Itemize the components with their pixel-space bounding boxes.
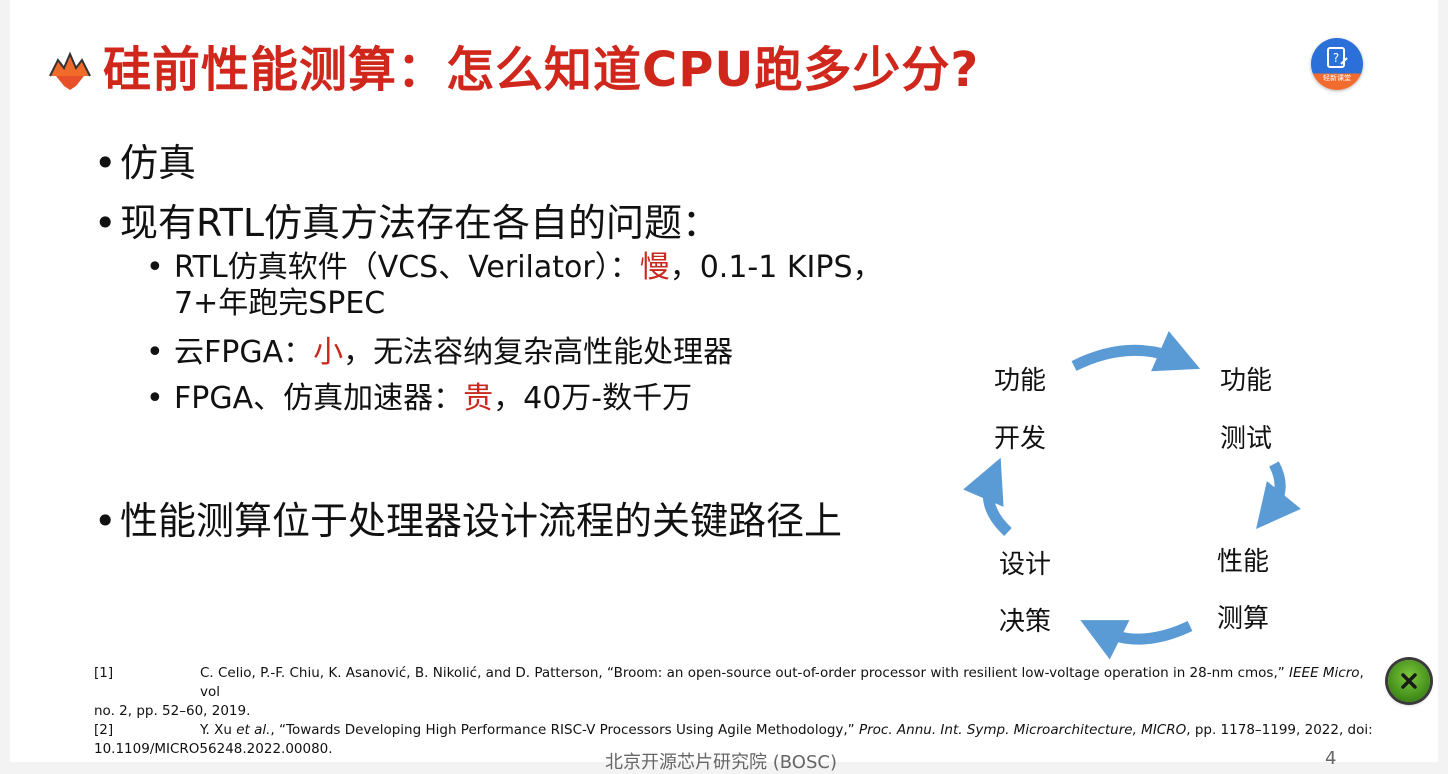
bullet-simulation: •仿真	[94, 132, 196, 187]
page-number: 4	[1325, 748, 1337, 769]
references: [1] C. Celio, P.-F. Chiu, K. Asanović, B…	[94, 664, 1384, 759]
bullet-dot: •	[94, 141, 117, 185]
reference-number: [1]	[94, 665, 114, 681]
sub-bullet-cloud-fpga: • 云FPGA：小，无法容纳复杂高性能处理器	[146, 335, 733, 371]
slide: 硅前性能测算：怎么知道CPU跑多少分? ? 轻新课堂 •仿真 •现有RTL仿真方…	[10, 0, 1438, 773]
reference-authors: Y. Xu	[200, 722, 237, 738]
sub-bullet-rtl-software: • RTL仿真软件（VCS、Verilator）：慢，0.1-1 KIPS， 7+…	[146, 250, 883, 322]
reference-2: [2] Y. Xu et al., “Towards Developing Hi…	[94, 721, 1384, 759]
reference-tail: , vol	[200, 665, 1364, 700]
bullet-dot: •	[94, 499, 117, 543]
cycle-node-test-line1: 功能	[1220, 366, 1273, 396]
reference-title: , “Towards Developing High Performance R…	[270, 722, 859, 738]
arrow-perf-to-decision	[1080, 620, 1193, 660]
reference-1: [1] C. Celio, P.-F. Chiu, K. Asanović, B…	[94, 664, 1384, 721]
sub-bullet-suffix: ，无法容纳复杂高性能处理器	[343, 335, 734, 370]
sub-bullet-prefix: 云FPGA：	[174, 335, 314, 370]
institute-logo-icon	[49, 51, 91, 90]
bullet-critical-path: •性能测算位于处理器设计流程的关键路径上	[94, 490, 842, 545]
emphasis-small: 小	[313, 335, 344, 370]
badge-label: 轻新课堂	[1323, 74, 1351, 82]
bullet-rtl-problems: •现有RTL仿真方法存在各自的问题：	[94, 192, 720, 247]
bullet-text: 仿真	[120, 141, 197, 185]
sub-bullet-suffix: ，40万-数千万	[493, 381, 693, 416]
bullet-dot: •	[146, 381, 164, 416]
bullet-text: 性能测算位于处理器设计流程的关键路径上	[120, 499, 843, 543]
cycle-node-decision-line1: 设计	[999, 550, 1052, 580]
bullet-dot: •	[146, 250, 164, 285]
classroom-badge[interactable]: ? 轻新课堂	[1311, 38, 1363, 90]
cycle-node-perf-line2: 测算	[1217, 604, 1270, 634]
close-button[interactable]	[1388, 660, 1430, 702]
reference-number: [2]	[94, 722, 114, 738]
sub-bullet-line2: 7+年跑完SPEC	[174, 286, 386, 321]
design-cycle-diagram	[963, 331, 1301, 660]
close-icon	[1401, 673, 1417, 689]
sub-bullet-fpga-accelerator: • FPGA、仿真加速器：贵，40万-数千万	[146, 381, 692, 417]
reference-venue: Proc. Annu. Int. Symp. Microarchitecture…	[858, 722, 1187, 738]
cycle-node-dev-line2: 开发	[994, 424, 1047, 454]
sub-bullet-suffix: ，0.1-1 KIPS，	[669, 250, 883, 285]
arrow-decision-to-dev	[963, 457, 1012, 537]
reference-venue: IEEE Micro	[1289, 665, 1360, 681]
reference-authors: C. Celio, P.-F. Chiu, K. Asanović, B. Ni…	[200, 665, 1290, 681]
bullet-text: 现有RTL仿真方法存在各自的问题：	[120, 201, 721, 245]
reference-continuation: no. 2, pp. 52–60, 2019.	[94, 703, 251, 719]
sub-bullet-prefix: FPGA、仿真加速器：	[174, 381, 464, 416]
arrow-dev-to-test	[1071, 331, 1201, 372]
slide-footer: 北京开源芯片研究院 (BOSC)	[605, 752, 837, 773]
cycle-node-decision-line2: 决策	[999, 607, 1052, 637]
emphasis-expensive: 贵	[463, 381, 494, 416]
bullet-dot: •	[94, 201, 117, 245]
reference-etal: et al.	[236, 722, 271, 738]
bullet-dot: •	[146, 335, 164, 370]
cycle-node-dev-line1: 功能	[994, 366, 1047, 396]
slide-title: 硅前性能测算：怎么知道CPU跑多少分?	[103, 42, 980, 98]
reference-continuation: 10.1109/MICRO56248.2022.00080.	[94, 741, 333, 757]
cycle-node-test-line2: 测试	[1220, 424, 1273, 454]
cycle-node-perf-line1: 性能	[1217, 547, 1270, 577]
emphasis-slow: 慢	[639, 250, 670, 285]
arrow-test-to-perf	[1256, 461, 1301, 530]
question-edit-icon: ?	[1327, 47, 1348, 68]
svg-text:?: ?	[1333, 51, 1339, 65]
sub-bullet-prefix: RTL仿真软件（VCS、Verilator）：	[174, 250, 640, 285]
reference-tail: , pp. 1178–1199, 2022, doi:	[1186, 722, 1373, 738]
